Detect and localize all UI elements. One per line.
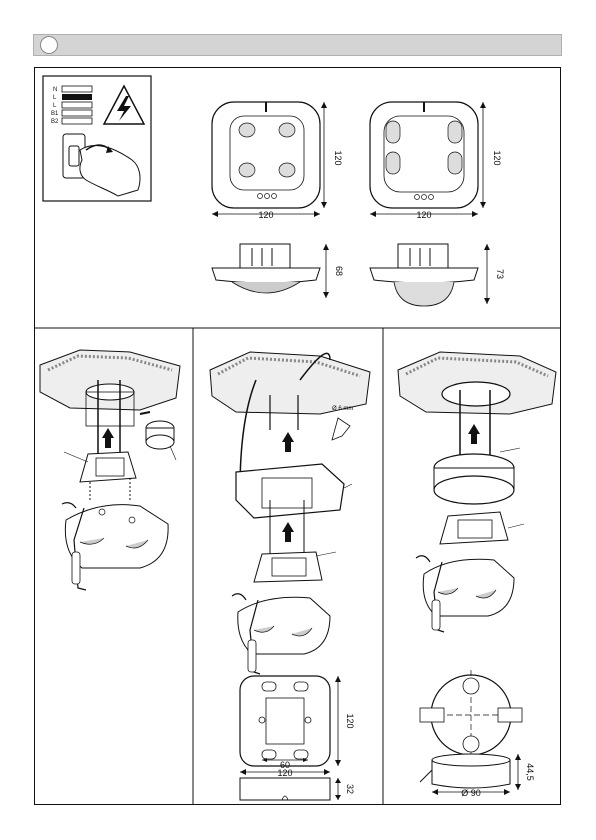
dim-top-right-width: 120 [416, 210, 431, 220]
ceiling-hole-installation [398, 352, 556, 632]
dim-top-left-width: 120 [258, 210, 273, 220]
detector-front-view-right: 120 120 [370, 102, 502, 220]
surface-box-dimensions: 60 120 120 32 [240, 676, 355, 800]
flush-box-installation [40, 350, 180, 590]
detector-front-view-left: 120 120 [212, 102, 343, 220]
dim-hole-diameter: Ø 90 [461, 788, 481, 798]
dim-surface-width: 120 [277, 768, 292, 778]
surface-box-installation: Ø 6 mm [210, 352, 370, 674]
dim-side-left-height: 68 [334, 266, 344, 276]
dim-top-right-height: 120 [492, 150, 502, 165]
detector-side-view-right: 73 [370, 244, 505, 306]
wire-label-n: N [53, 87, 57, 93]
wire-label-b1: B1 [51, 111, 59, 117]
dim-surface-depth: 32 [345, 784, 355, 794]
ceiling-hole-dimensions: Ø 90 44,5 [420, 670, 535, 798]
dim-surface-height: 120 [345, 713, 355, 728]
dim-top-left-height: 120 [333, 150, 343, 165]
drill-note: Ø 6 mm [332, 406, 353, 412]
wire-label-b2: B2 [51, 119, 59, 125]
dim-hole-depth: 44,5 [525, 763, 535, 781]
detector-side-view-left: 68 [212, 244, 344, 298]
dim-side-right-height: 73 [495, 269, 505, 279]
power-off-warning: N L L B1 B2 [43, 76, 151, 201]
